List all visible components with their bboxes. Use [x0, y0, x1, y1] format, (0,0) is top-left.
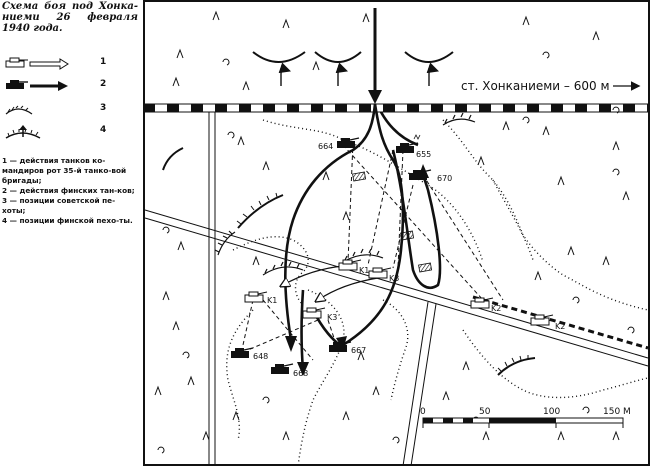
legend-note-4: 4 — позиции финской пехо-ты.: [2, 216, 133, 225]
tank-655: 655: [396, 134, 431, 159]
tank-648: 648: [231, 347, 268, 361]
soviet-tank-hollow-arrow-icon: [5, 57, 69, 70]
finnish-counterattack-arrows: [278, 62, 439, 86]
scale-tick-100: 100: [543, 407, 560, 417]
legend-item-3-number: 3: [100, 103, 107, 113]
roads: [144, 112, 649, 466]
legend-item-2-number: 2: [100, 79, 107, 89]
railway-siding: [472, 295, 649, 350]
battle-map-svg: ст. Хонканиеми – 600 м: [143, 0, 650, 466]
tank-667-label: 667: [351, 346, 366, 355]
tank-k2-road: K2: [470, 297, 501, 313]
tank-k2-east-label: K2: [555, 322, 565, 331]
tank-664: 664: [318, 137, 360, 151]
tank-670-label: 670: [437, 174, 452, 183]
main-advance-arrow: [368, 8, 382, 104]
lines-of-fire: [242, 141, 504, 361]
tank-k3-field: K3: [302, 307, 337, 322]
tank-668: 668: [271, 363, 308, 378]
tank-668-label: 668: [293, 369, 308, 378]
map-title: Схема боя под Хонка-ниеми 26 февраля 194…: [2, 1, 138, 34]
terrain-marks: [154, 10, 630, 441]
railway: [144, 103, 649, 113]
legend-item-4: 4: [0, 124, 140, 140]
legend-note-3: 3 — позиции советской пе-хоты;: [2, 196, 116, 215]
finnish-tank-solid-arrow-icon: [6, 80, 68, 91]
soviet-infantry-position-icon: [5, 105, 33, 115]
tank-648-label: 648: [253, 352, 268, 361]
finnish-infantry-ticks: [236, 192, 529, 372]
tank-664-label: 664: [318, 142, 333, 151]
scale-tick-0: 0: [420, 407, 426, 417]
tank-k3-field-label: K3: [327, 313, 337, 322]
tank-k2-east: K2: [530, 314, 565, 331]
scale-tick-150: 150 М: [603, 407, 631, 417]
finnish-infantry-position-icon: [5, 125, 41, 139]
obstacles: [352, 171, 433, 273]
legend-item-2: 2: [0, 78, 140, 94]
tank-k3-road: K3: [368, 267, 399, 283]
legend-item-4-number: 4: [100, 125, 107, 135]
tank-k2-road-label: K2: [491, 304, 501, 313]
map-frame: [143, 0, 650, 466]
tank-655-label: 655: [416, 150, 431, 159]
legend-item-3: 3: [0, 102, 140, 118]
tank-k1-road-label: K1: [359, 266, 369, 275]
legend-note-1: 1 — действия танков ко-мандиров рот 35-й…: [2, 156, 127, 185]
map-legend: Схема боя под Хонка-ниеми 26 февраля 194…: [0, 0, 140, 466]
station-label: ст. Хонканиеми – 600 м: [461, 79, 610, 93]
finnish-infantry-positions: [162, 51, 536, 376]
scale-tick-50: 50: [479, 407, 491, 417]
scale-bar: 0 50 100 150 М: [420, 407, 631, 428]
bush-marks: [157, 51, 635, 454]
legend-item-1-number: 1: [100, 57, 107, 67]
tank-k1-field: K1: [244, 291, 277, 305]
forest-edges: [226, 119, 649, 466]
legend-notes: 1 — действия танков ко-мандиров рот 35-й…: [2, 156, 138, 226]
tank-670: 670: [409, 169, 452, 183]
legend-item-1: 1: [0, 56, 140, 72]
tank-k1-road: K1: [338, 259, 369, 275]
tank-k3-road-label: K3: [389, 274, 399, 283]
soviet-tank-routes: [283, 265, 379, 300]
tank-667: 667: [329, 341, 366, 355]
tanks: 664 655 670 K1 K3 K2 K1 K3: [231, 134, 565, 378]
tank-k1-field-label: K1: [267, 296, 277, 305]
legend-note-2: 2 — действия финских тан-ков;: [2, 186, 135, 195]
battle-map: ст. Хонканиеми – 600 м: [143, 0, 650, 466]
